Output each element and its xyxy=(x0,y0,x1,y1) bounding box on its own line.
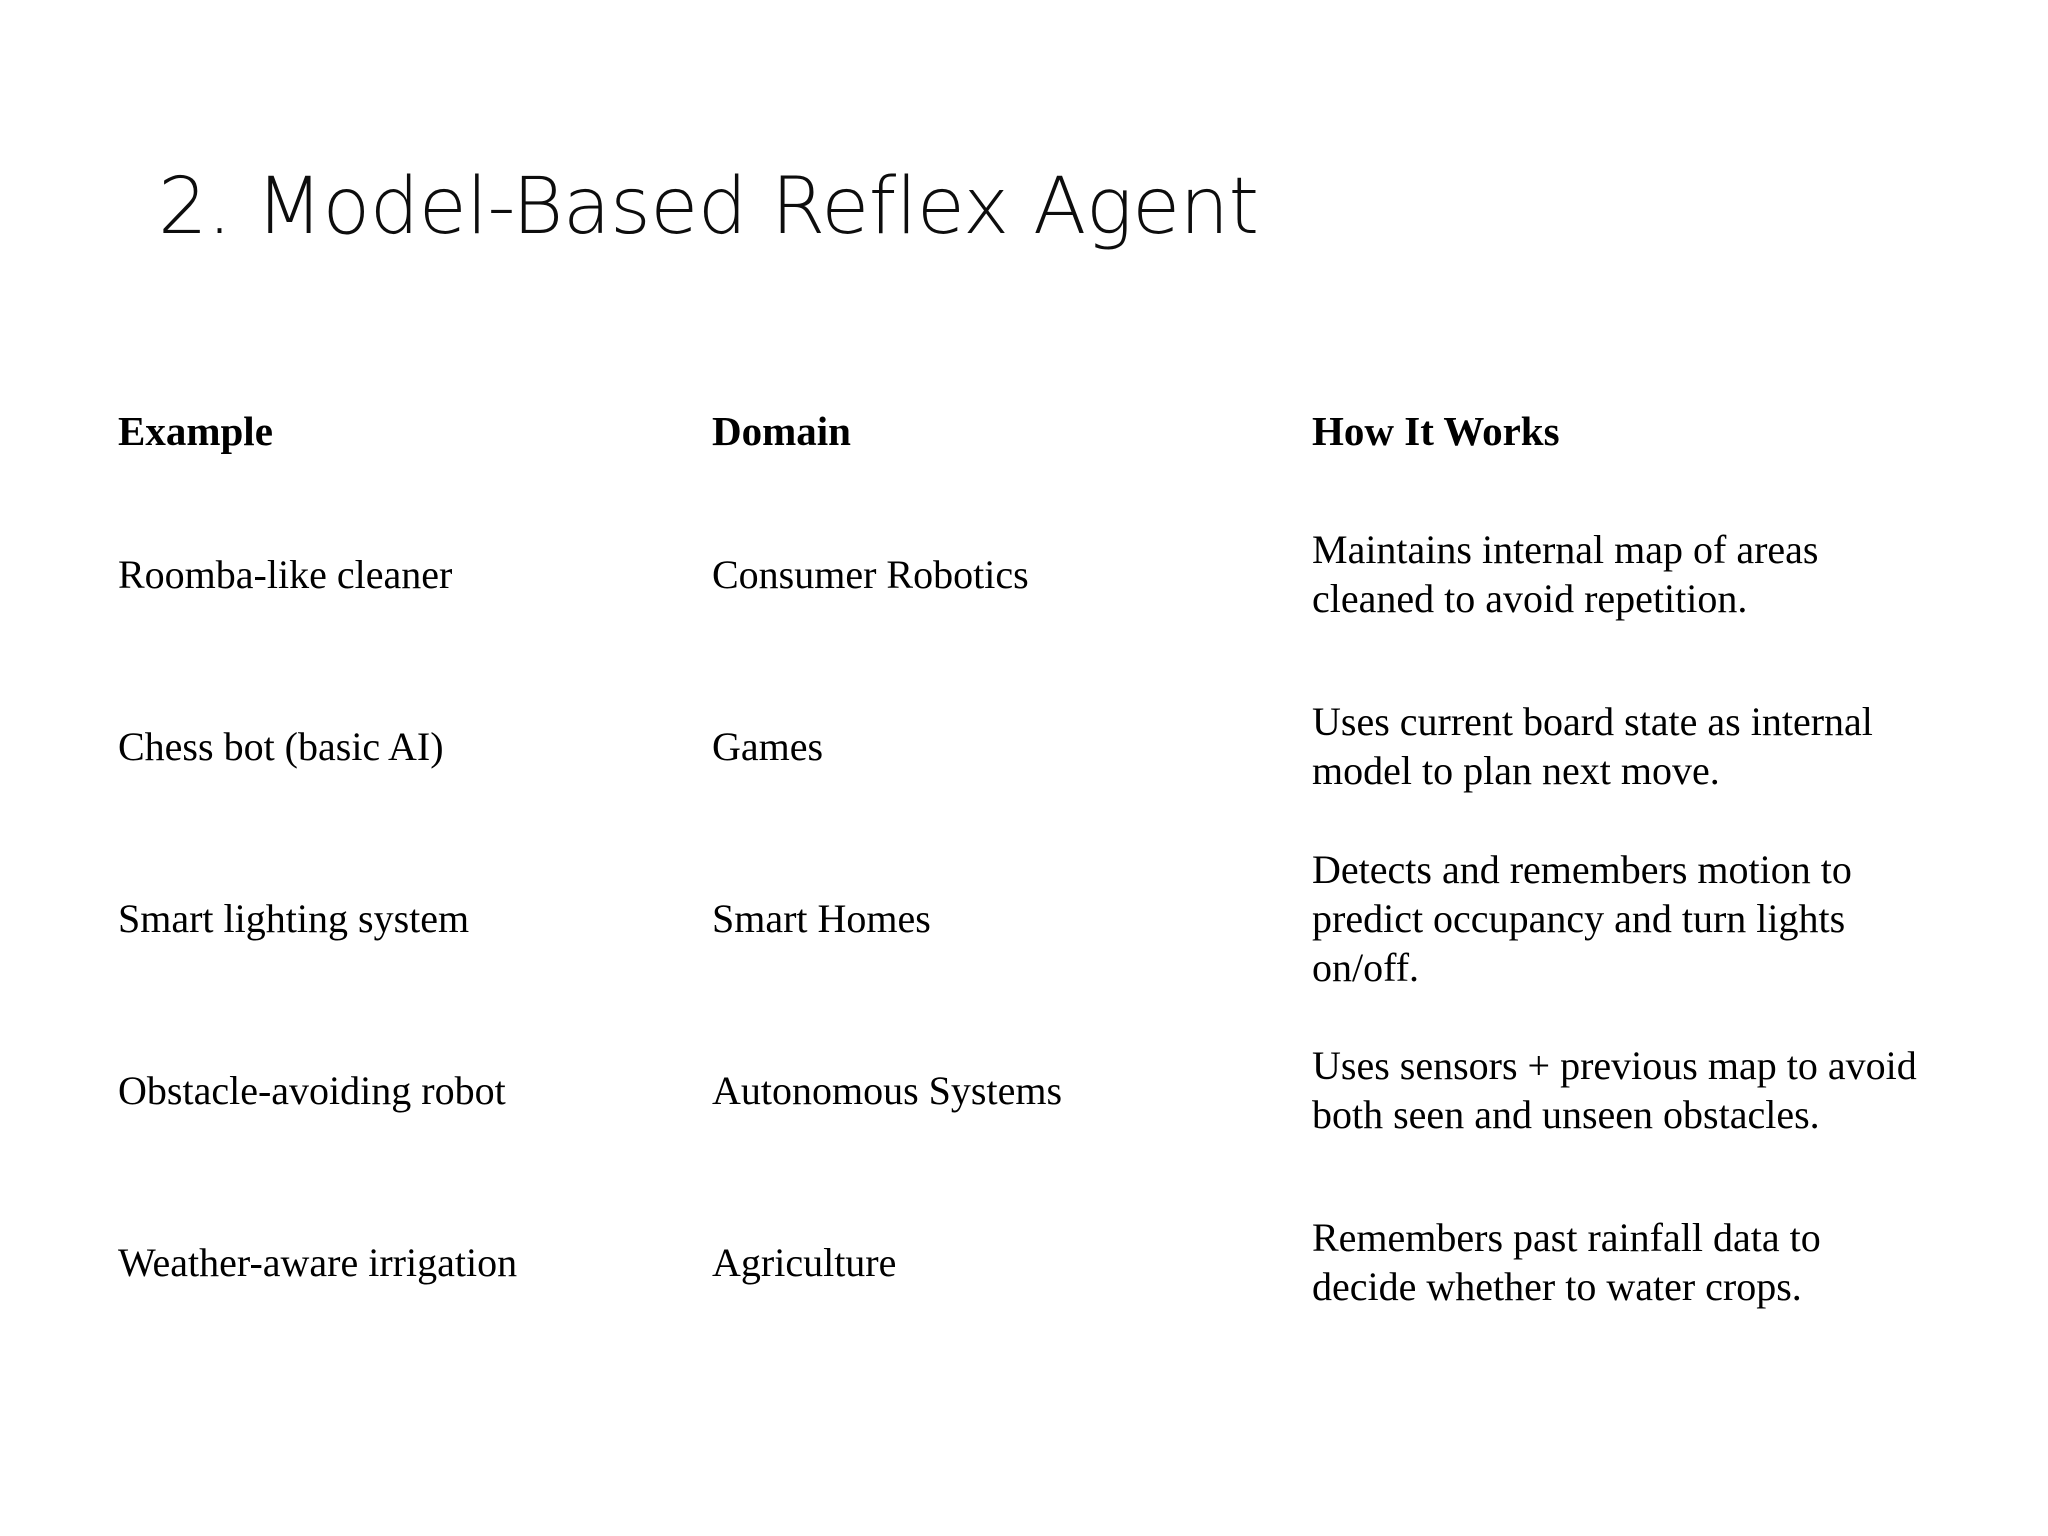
table-row: Obstacle-avoiding robot Autonomous Syste… xyxy=(118,1005,1938,1177)
cell-example: Weather-aware irrigation xyxy=(118,1240,518,1286)
table-row: Smart lighting system Smart Homes Detect… xyxy=(118,833,1938,1005)
cell-domain: Smart Homes xyxy=(712,896,931,942)
cell-how-it-works: Maintains internal map of areas cleaned … xyxy=(1312,527,1819,622)
cell-how-it-works: Remembers past rainfall data to decide w… xyxy=(1312,1215,1821,1310)
agent-examples-table-wrapper: Example Domain How It Works Roomba-like … xyxy=(118,408,1938,1349)
cell-example: Obstacle-avoiding robot xyxy=(118,1068,506,1114)
cell-how-it-works: Uses sensors + previous map to avoid bot… xyxy=(1312,1043,1917,1138)
column-header-how-it-works: How It Works xyxy=(1312,408,1560,454)
column-header-domain: Domain xyxy=(712,408,851,454)
table-header: Example Domain How It Works xyxy=(118,408,1938,489)
cell-how-it-works: Uses current board state as internal mod… xyxy=(1312,699,1873,794)
cell-domain: Games xyxy=(712,724,824,770)
table-row: Roomba-like cleaner Consumer Robotics Ma… xyxy=(118,489,1938,661)
agent-examples-table: Example Domain How It Works Roomba-like … xyxy=(118,408,1938,1349)
cell-how-it-works: Detects and remembers motion to predict … xyxy=(1312,846,1852,990)
table-header-row: Example Domain How It Works xyxy=(118,408,1938,489)
cell-domain: Consumer Robotics xyxy=(712,552,1029,598)
table-row: Weather-aware irrigation Agriculture Rem… xyxy=(118,1177,1938,1349)
cell-example: Chess bot (basic AI) xyxy=(118,724,444,770)
page-title: 2. Model-Based Reflex Agent xyxy=(158,162,1259,252)
cell-domain: Agriculture xyxy=(712,1240,897,1286)
cell-example: Smart lighting system xyxy=(118,896,470,942)
cell-domain: Autonomous Systems xyxy=(712,1068,1063,1114)
cell-example: Roomba-like cleaner xyxy=(118,552,453,598)
table-row: Chess bot (basic AI) Games Uses current … xyxy=(118,661,1938,833)
column-header-example: Example xyxy=(118,408,273,454)
table-body: Roomba-like cleaner Consumer Robotics Ma… xyxy=(118,489,1938,1349)
